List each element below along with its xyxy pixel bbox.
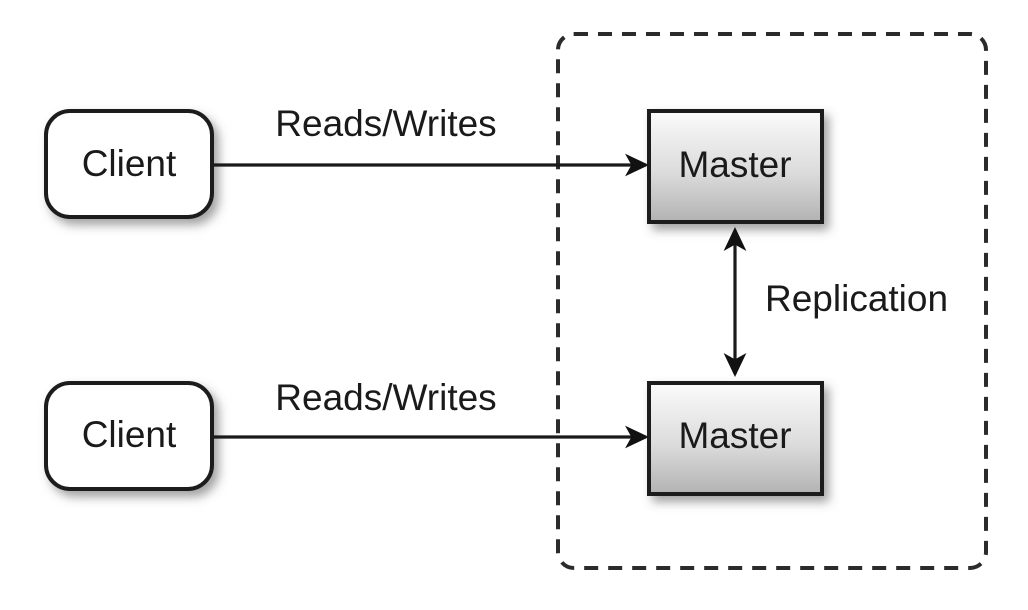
master-top-shape [647, 109, 824, 224]
node-client-bottom[interactable]: Client [44, 381, 214, 491]
master-top-label: Master [678, 144, 791, 185]
client-top-shape [44, 109, 214, 219]
edge-label-reads-writes-top: Reads/Writes [275, 103, 496, 144]
replication-group-boundary [556, 32, 988, 570]
edge-master-top-to-master-bottom: Replication [723, 227, 948, 377]
client-bottom-label: Client [82, 414, 177, 455]
node-master-bottom[interactable]: Master [647, 381, 824, 496]
node-client-top[interactable]: Client [44, 109, 214, 219]
node-master-top[interactable]: Master [647, 109, 824, 224]
master-bottom-label: Master [678, 415, 791, 456]
edge-client-top-to-master-top: Reads/Writes [213, 103, 649, 177]
client-top-label: Client [82, 143, 177, 184]
client-bottom-shape [44, 381, 214, 491]
edge-label-reads-writes-bottom: Reads/Writes [275, 377, 496, 418]
edge-client-bottom-to-master-bottom: Reads/Writes [213, 377, 649, 449]
edge-label-replication: Replication [765, 278, 948, 319]
master-bottom-shape [647, 381, 824, 496]
